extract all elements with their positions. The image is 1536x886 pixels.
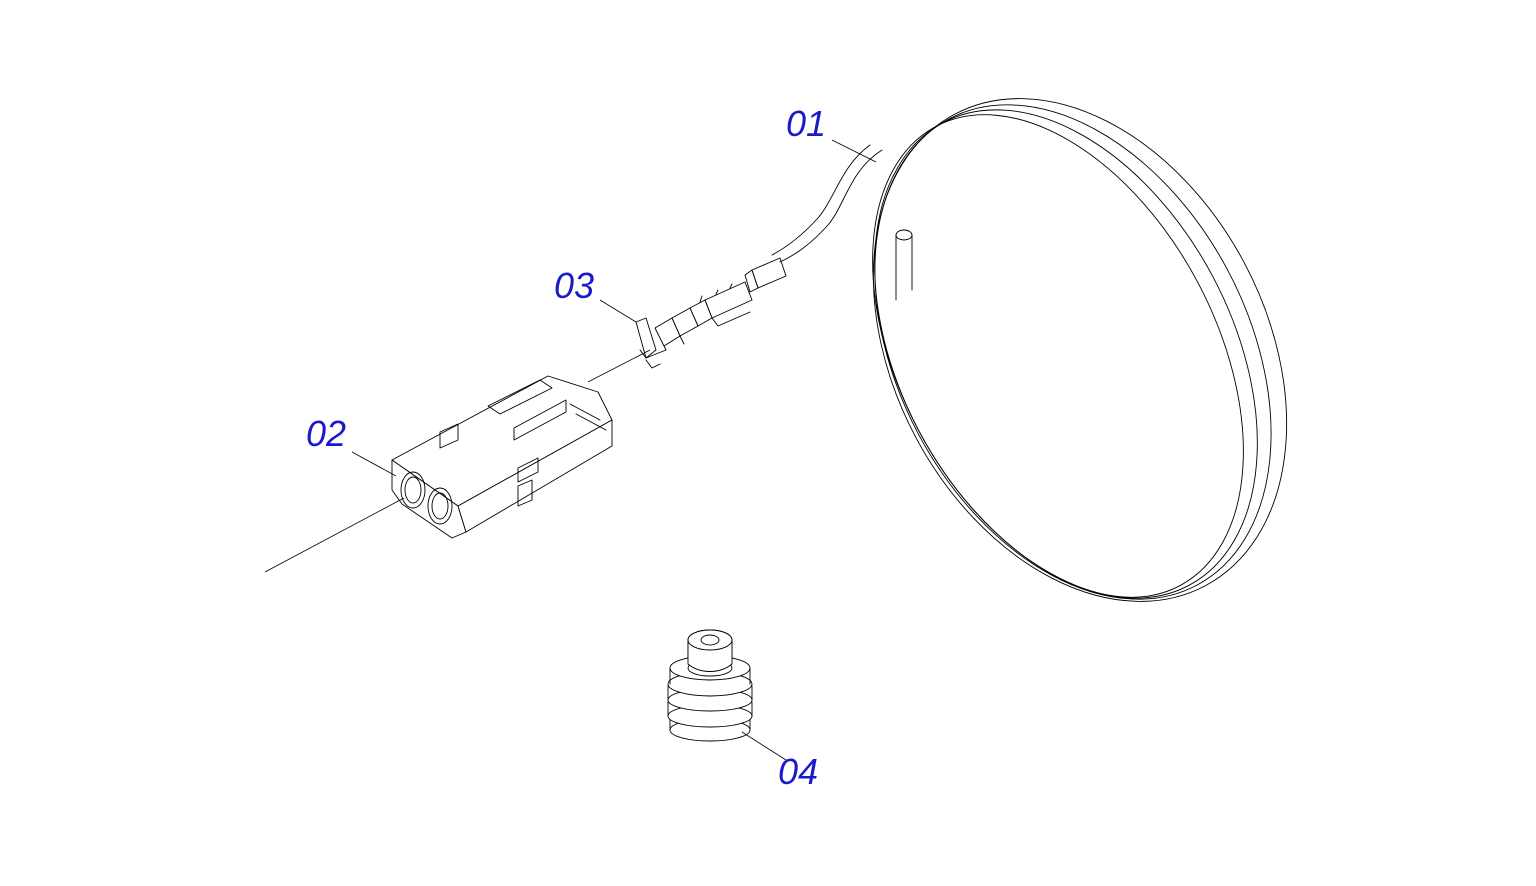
callout-04: 04	[778, 751, 819, 792]
callout-01: 01	[786, 103, 827, 144]
leader-02	[351, 451, 397, 477]
leader-04	[741, 731, 787, 761]
part-03-crimp-terminal	[635, 281, 753, 369]
leader-03	[599, 299, 637, 323]
callout-02: 02	[306, 413, 347, 454]
assembly-axis-line	[264, 349, 651, 573]
leader-01	[831, 139, 877, 163]
callout-03: 03	[554, 265, 595, 306]
part-01-wire-coil	[744, 98, 1288, 602]
part-02-connector-housing	[391, 375, 613, 539]
part-04-wire-seal	[667, 629, 753, 742]
